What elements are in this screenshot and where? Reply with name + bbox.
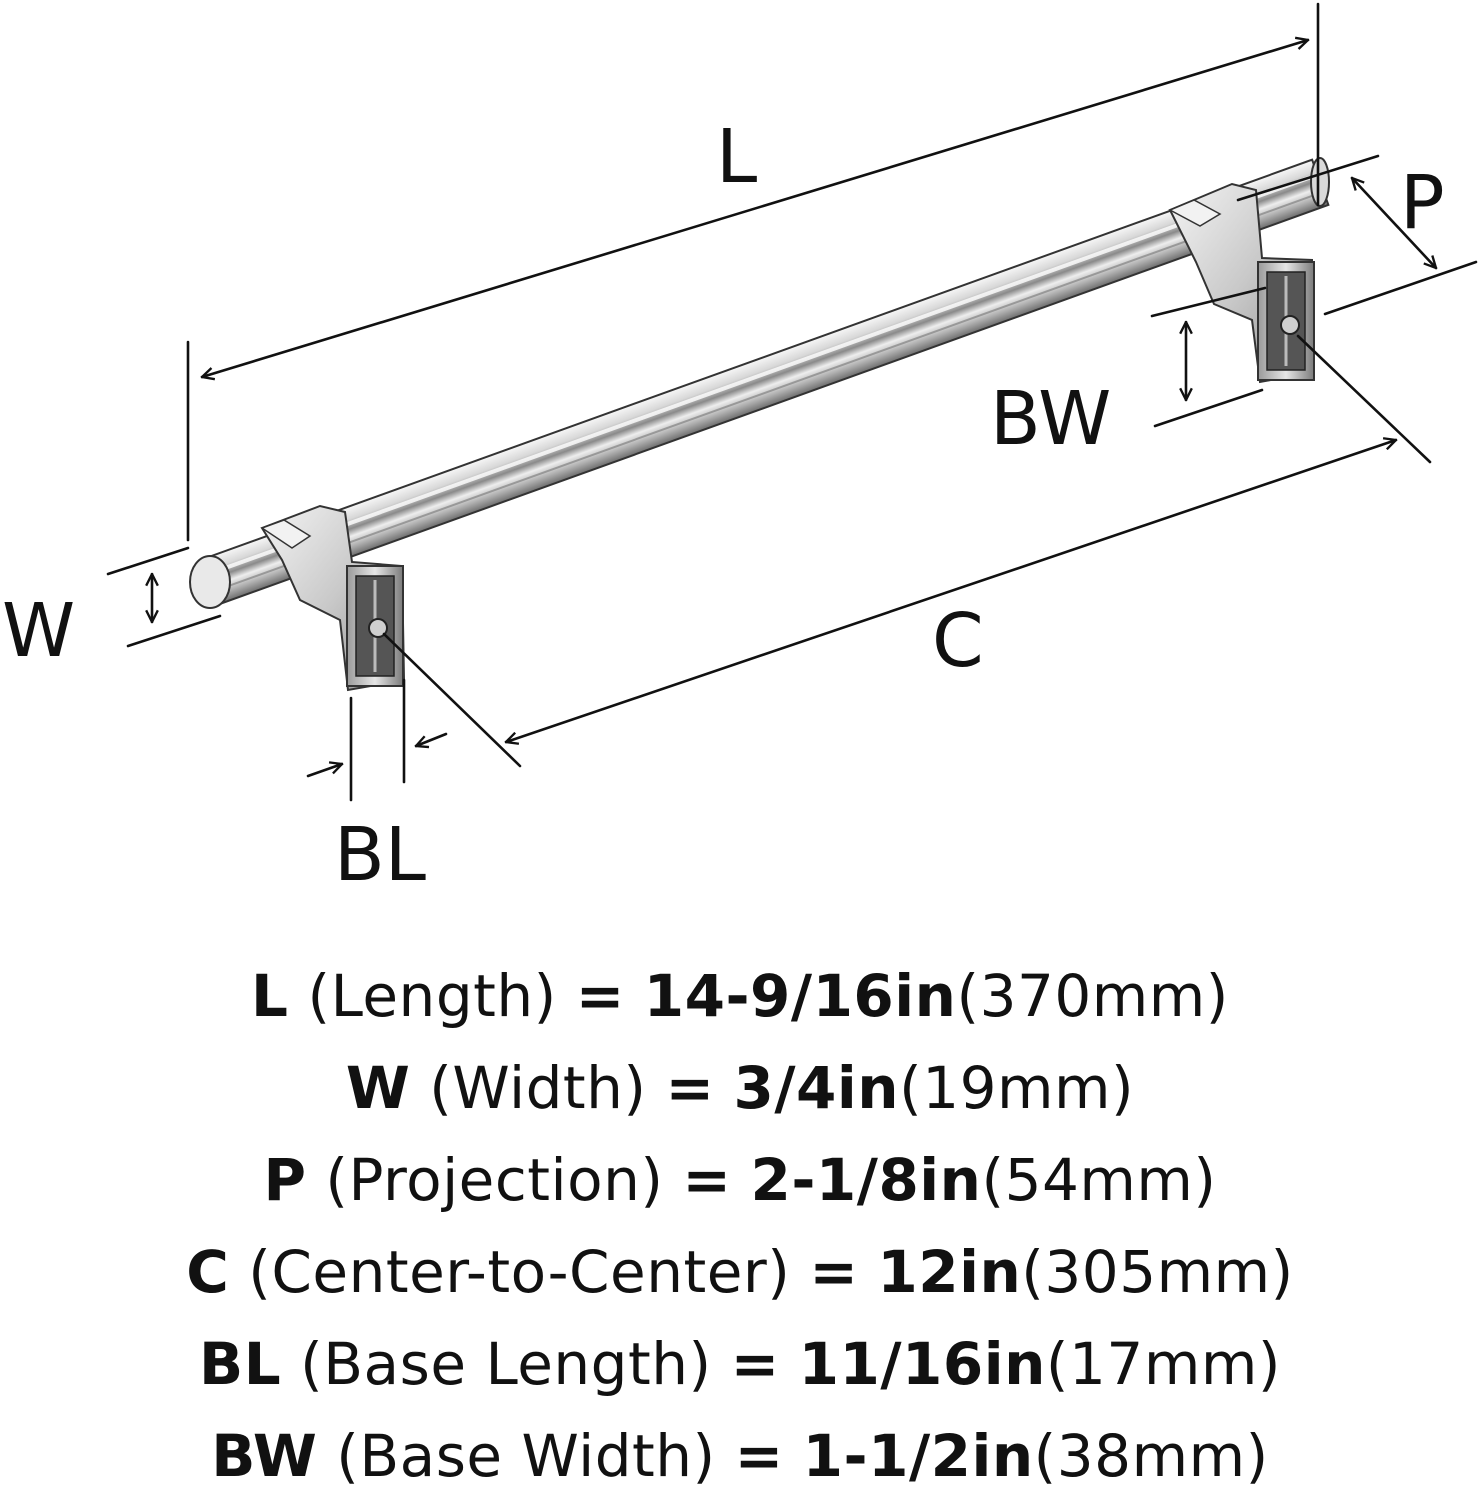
spec-name: (Projection)	[325, 1146, 664, 1214]
spec-metric: (54mm)	[981, 1146, 1217, 1214]
label-w: W	[2, 588, 75, 674]
spec-name: (Length)	[307, 962, 557, 1030]
spec-base-width: BW (Base Width) = 1-1/2in(38mm)	[0, 1410, 1480, 1502]
spec-imperial: 11/16in	[798, 1330, 1046, 1398]
dimension-diagram: L P BW W C BL	[2, 2, 1478, 898]
spec-length: L (Length) = 14-9/16in(370mm)	[0, 950, 1480, 1042]
spec-center-to-center: C (Center-to-Center) = 12in(305mm)	[0, 1226, 1480, 1318]
length-dimension: L	[186, 2, 1320, 542]
label-p: P	[1400, 160, 1445, 246]
spec-key: L	[251, 962, 289, 1030]
width-dimension: W	[2, 546, 222, 674]
projection-dimension: P	[1236, 154, 1478, 316]
handle-bar	[200, 158, 1330, 606]
spec-key: BW	[211, 1422, 318, 1490]
spec-name: (Base Length)	[300, 1330, 712, 1398]
left-screw-hole	[368, 618, 388, 638]
spec-equals: =	[734, 1422, 784, 1490]
spec-equals: =	[809, 1238, 859, 1306]
label-c: C	[932, 598, 984, 684]
right-screw-hole	[1280, 315, 1300, 335]
spec-name: (Base Width)	[336, 1422, 716, 1490]
spec-key: W	[345, 1054, 411, 1122]
spec-projection: P (Projection) = 2-1/8in(54mm)	[0, 1134, 1480, 1226]
spec-imperial: 2-1/8in	[750, 1146, 982, 1214]
label-l: L	[716, 114, 757, 200]
spec-equals: =	[575, 962, 625, 1030]
spec-imperial: 12in	[877, 1238, 1022, 1306]
base-length-dimension: BL	[306, 678, 448, 898]
base-width-dimension: BW	[990, 286, 1267, 462]
spec-key: BL	[199, 1330, 282, 1398]
spec-width: W (Width) = 3/4in(19mm)	[0, 1042, 1480, 1134]
spec-imperial: 1-1/2in	[802, 1422, 1034, 1490]
spec-metric: (305mm)	[1021, 1238, 1294, 1306]
bar-right-end	[1310, 157, 1330, 207]
bar-left-end	[189, 555, 231, 609]
spec-metric: (19mm)	[899, 1054, 1135, 1122]
spec-metric: (17mm)	[1045, 1330, 1281, 1398]
spec-base-length: BL (Base Length) = 11/16in(17mm)	[0, 1318, 1480, 1410]
label-bl: BL	[334, 812, 426, 898]
spec-equals: =	[665, 1054, 715, 1122]
left-post	[260, 504, 406, 692]
spec-name: (Width)	[429, 1054, 647, 1122]
center-dimension: C	[382, 334, 1432, 768]
spec-key: P	[263, 1146, 307, 1214]
spec-equals: =	[682, 1146, 732, 1214]
spec-name: (Center-to-Center)	[248, 1238, 791, 1306]
spec-imperial: 3/4in	[733, 1054, 900, 1122]
label-bw: BW	[990, 376, 1111, 462]
spec-key: C	[186, 1238, 230, 1306]
spec-metric: (38mm)	[1033, 1422, 1269, 1490]
spec-imperial: 14-9/16in	[643, 962, 957, 1030]
spec-equals: =	[730, 1330, 780, 1398]
specification-list: L (Length) = 14-9/16in(370mm) W (Width) …	[0, 950, 1480, 1502]
spec-metric: (370mm)	[956, 962, 1229, 1030]
